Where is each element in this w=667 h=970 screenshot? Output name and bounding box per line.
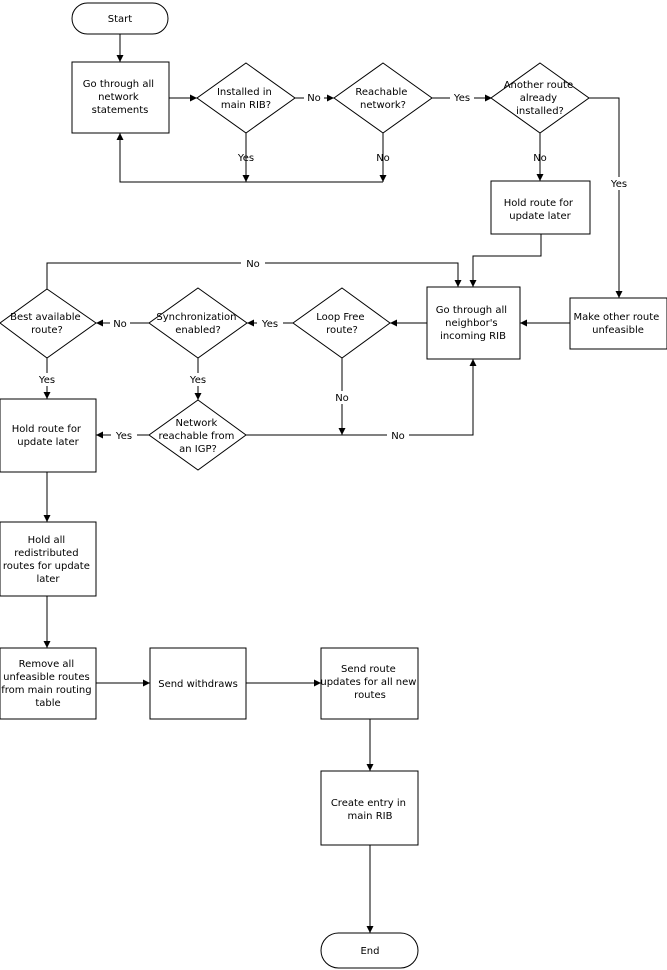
- edge-label-another-yes: Yes: [610, 179, 627, 190]
- edge-label-installed-yes: Yes: [237, 153, 254, 164]
- process-hold-route-left: Hold route for update later: [0, 398, 97, 473]
- edge-label-reachable-yes: Yes: [453, 93, 470, 104]
- process-send-withdraws: Send withdraws: [149, 647, 247, 720]
- edge-label-reachable-no: No: [376, 153, 390, 164]
- terminal-start: Start: [71, 2, 169, 35]
- go-neighbor-label: Go through all neighbor's incoming RIB: [436, 305, 510, 342]
- best-available-label: Best available route?: [10, 312, 84, 336]
- decision-network-igp: Network reachable from an IGP?: [148, 399, 247, 471]
- network-igp-label: Network reachable from an IGP?: [158, 418, 237, 455]
- send-updates-label: Send route updates for all new routes: [320, 664, 419, 701]
- hold-route-left-label: Hold route for update later: [12, 424, 84, 448]
- edge-return-to-go-network: [116, 133, 383, 183]
- process-go-neighbor: Go through all neighbor's incoming RIB: [426, 286, 521, 360]
- create-entry-label: Create entry in main RIB: [331, 798, 409, 822]
- decision-sync-enabled: Synchronization enabled?: [148, 287, 248, 359]
- hold-redistributed-label: Hold all redistributed routes for update…: [3, 535, 93, 585]
- edge-label-igp-yes: Yes: [115, 431, 132, 442]
- decision-reachable-network: Reachable network?: [333, 62, 433, 134]
- start-label: Start: [108, 14, 133, 25]
- hold-route-top-label: Hold route for update later: [504, 198, 576, 222]
- installed-rib-label: Installed in main RIB?: [217, 87, 275, 111]
- process-send-updates: Send route updates for all new routes: [320, 647, 419, 720]
- process-hold-redistributed: Hold all redistributed routes for update…: [0, 521, 97, 597]
- process-go-network: Go through all network statements: [71, 61, 170, 134]
- edge-label-loop-no: No: [335, 393, 349, 404]
- reachable-network-label: Reachable network?: [355, 87, 410, 111]
- end-label: End: [360, 946, 379, 957]
- process-hold-route-top: Hold route for update later: [490, 180, 591, 235]
- edge-label-sync-no: No: [113, 319, 127, 330]
- go-network-label: Go through all network statements: [83, 79, 157, 116]
- another-route-label: Another route already installed?: [504, 80, 577, 117]
- process-remove-unfeasible: Remove all unfeasible routes from main r…: [0, 647, 97, 720]
- edge-label-sync-yes: Yes: [189, 375, 206, 386]
- edge-label-another-no: No: [533, 153, 547, 164]
- edge-igp-no-to-neighbor: [246, 359, 477, 436]
- edge-label-best-yes: Yes: [38, 375, 55, 386]
- send-withdraws-label: Send withdraws: [158, 679, 238, 690]
- process-make-unfeasible: Make other route unfeasible: [569, 297, 667, 350]
- edge-label-installed-no: No: [307, 93, 321, 104]
- make-unfeasible-label: Make other route unfeasible: [574, 312, 663, 336]
- sync-enabled-label: Synchronization enabled?: [156, 312, 239, 336]
- edge-label-loop-yes: Yes: [261, 319, 278, 330]
- edge-label-igp-no: No: [391, 431, 405, 442]
- edge-labels: No Yes Yes No No Yes No Yes No Yes Yes N…: [33, 91, 632, 442]
- edge-hold-top-to-neighbor: [469, 234, 542, 287]
- decision-installed-rib: Installed in main RIB?: [196, 62, 296, 134]
- remove-unfeasible-label: Remove all unfeasible routes from main r…: [1, 659, 95, 709]
- edge-label-best-no: No: [246, 259, 260, 270]
- process-create-entry: Create entry in main RIB: [320, 770, 419, 846]
- terminal-end: End: [320, 932, 419, 969]
- decision-another-route: Another route already installed?: [490, 62, 590, 134]
- decision-loop-free: Loop Free route?: [292, 287, 391, 359]
- decision-best-available: Best available route?: [0, 288, 97, 359]
- loop-free-label: Loop Free route?: [316, 312, 368, 336]
- edge-another-yes-to-unfeasible: [589, 97, 623, 298]
